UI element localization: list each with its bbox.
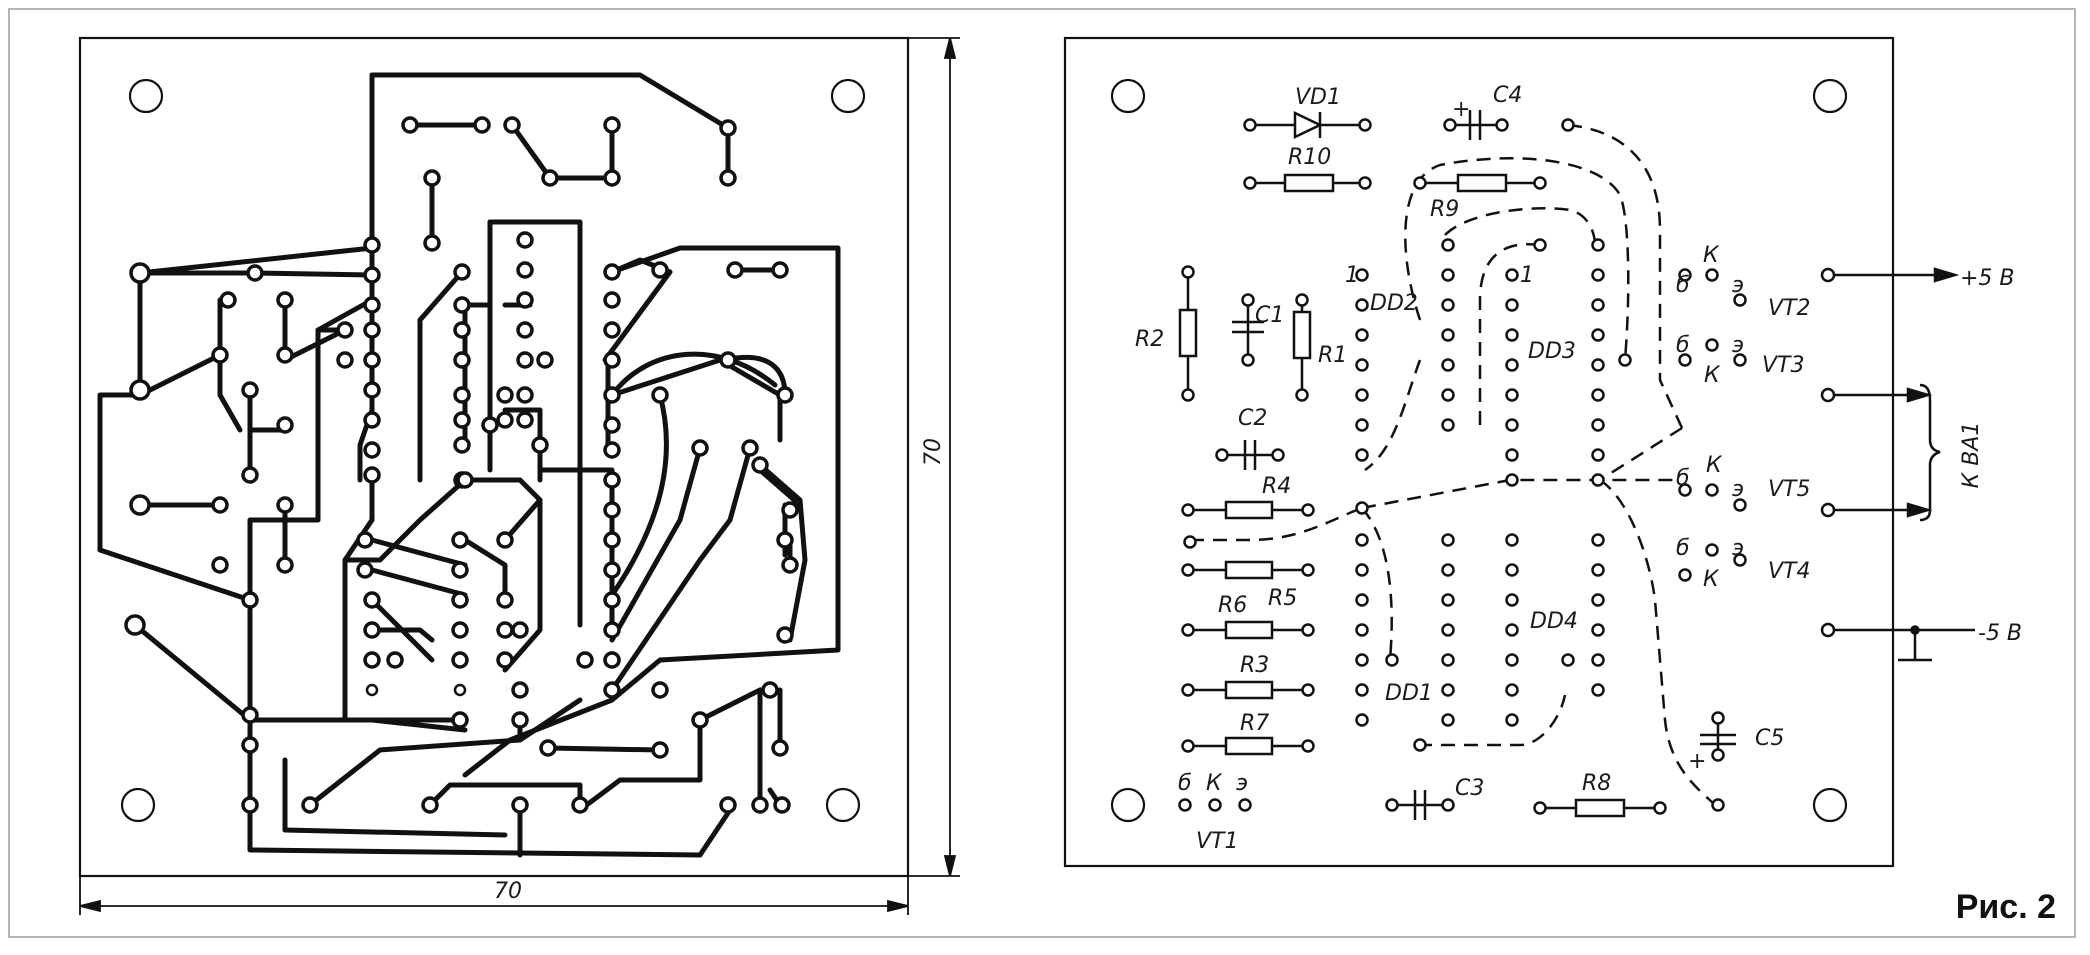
label-r5: R5 [1268, 586, 1297, 611]
label-vt5-b: б [1676, 466, 1690, 491]
dd4-pins [1413, 533, 1605, 752]
label-c4: C4 [1493, 83, 1522, 108]
dd3-pins [1505, 238, 1632, 487]
dimension-height-label: 70 [921, 438, 946, 466]
label-c5-plus: + [1688, 749, 1706, 774]
label-dd4: DD4 [1530, 609, 1578, 634]
transistor-pads [1178, 268, 1747, 812]
label-c3: C3 [1455, 776, 1484, 801]
mounting-holes-right [1110, 78, 1848, 823]
c3-capacitor [1385, 790, 1455, 820]
component-labels: VD1 R10 + C4 R9 R2 C1 R1 C2 R4 R5 R6 R3 … [1135, 83, 2022, 854]
c1-capacitor [1232, 293, 1264, 367]
label-vt2-e: э [1732, 273, 1744, 298]
label-c1: C1 [1255, 303, 1284, 328]
dimension-width-label: 70 [494, 879, 522, 904]
label-minus-5v: -5 В [1978, 621, 2022, 646]
r8-resistor [1533, 798, 1667, 818]
left-board-outline [78, 36, 910, 878]
r1-resistor [1292, 293, 1312, 402]
label-vt4-b: б [1676, 536, 1690, 561]
label-c2: C2 [1238, 406, 1267, 431]
power-connections [1820, 267, 1975, 662]
label-vt5-k: К [1706, 453, 1723, 478]
label-vt3-e: э [1732, 333, 1744, 358]
label-vt1: VT1 [1196, 829, 1239, 854]
label-vt2-b: б [1676, 273, 1690, 298]
r6-resistor [1181, 620, 1315, 640]
components [1178, 110, 1736, 820]
label-r2: R2 [1135, 327, 1164, 352]
label-dd2: DD2 [1370, 291, 1418, 316]
right-board-outline [1063, 36, 1895, 868]
label-vt1-k: К [1206, 771, 1223, 796]
label-r10: R10 [1288, 145, 1331, 170]
label-vt4: VT4 [1768, 559, 1811, 584]
right-board: VD1 R10 + C4 R9 R2 C1 R1 C2 R4 R5 R6 R3 … [1063, 36, 2022, 868]
label-dd1: DD1 [1385, 681, 1433, 706]
c5-capacitor [1700, 711, 1736, 762]
label-vt1-e: э [1236, 771, 1248, 796]
r3-resistor [1181, 680, 1315, 700]
copper-pads [124, 116, 799, 814]
label-r9: R9 [1430, 197, 1459, 222]
label-r7: R7 [1240, 711, 1269, 736]
label-vt4-e: э [1732, 536, 1744, 561]
left-board-dimensions [79, 37, 960, 915]
dd2-pins [1355, 238, 1455, 462]
label-c4-plus: + [1452, 97, 1470, 122]
label-vt3: VT3 [1762, 353, 1805, 378]
label-vt4-k: К [1703, 567, 1720, 592]
label-vt2-k: К [1703, 243, 1720, 268]
dd1-pins [1355, 501, 1399, 727]
figure-frame [8, 8, 2076, 938]
c4-capacitor [1443, 110, 1575, 140]
label-vt1-b: б [1178, 771, 1192, 796]
label-vt2: VT2 [1768, 296, 1811, 321]
r2-resistor [1178, 265, 1198, 402]
label-r3: R3 [1240, 653, 1269, 678]
label-r4: R4 [1262, 474, 1291, 499]
label-dd3: DD3 [1528, 339, 1576, 364]
r5-resistor [1181, 560, 1315, 580]
label-vt5: VT5 [1768, 477, 1811, 502]
mounting-holes-left [120, 78, 866, 823]
r10-resistor [1243, 173, 1372, 193]
label-r8: R8 [1582, 771, 1611, 796]
ic-pins [1355, 238, 1632, 752]
c2-capacitor [1215, 440, 1285, 470]
label-r1: R1 [1318, 343, 1347, 368]
jumper-wires [1190, 123, 1716, 806]
label-c5: C5 [1755, 726, 1784, 751]
label-plus-5v: +5 В [1960, 266, 2015, 291]
label-r6: R6 [1218, 593, 1247, 618]
r4-resistor [1181, 500, 1315, 520]
label-pin1-dd2: 1 [1345, 263, 1359, 288]
label-vd1: VD1 [1295, 85, 1341, 110]
r9-resistor [1413, 173, 1547, 193]
r7-resistor [1181, 736, 1315, 756]
label-pin1-dd3: 1 [1520, 263, 1534, 288]
left-board: 70 70 [78, 36, 960, 915]
vd1-diode [1243, 111, 1372, 139]
label-vt3-k: К [1704, 363, 1721, 388]
figure-caption: Рис. 2 [1955, 888, 2056, 926]
label-ba1: К ВА1 [1959, 422, 1984, 489]
label-vt5-e: э [1732, 477, 1744, 502]
label-vt3-b: б [1676, 333, 1690, 358]
